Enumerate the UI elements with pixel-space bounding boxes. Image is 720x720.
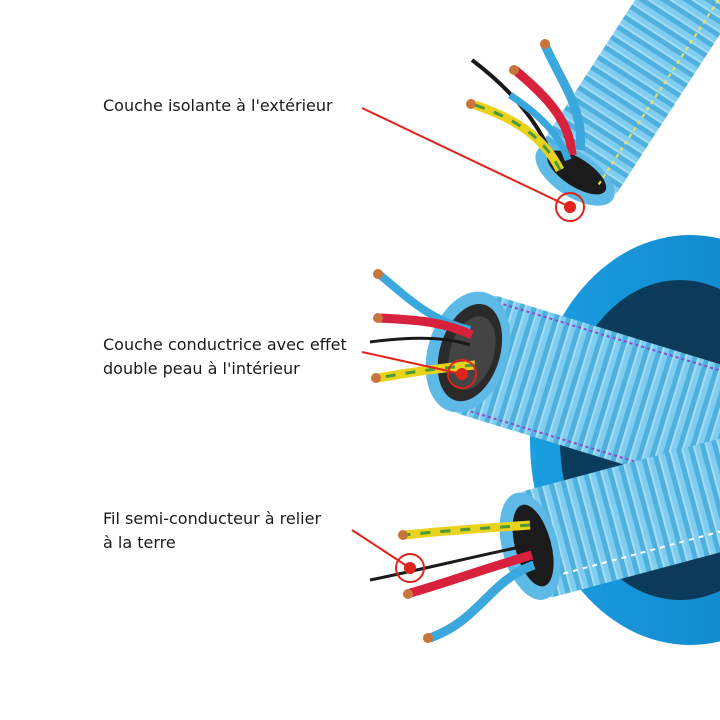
top-conduit (466, 0, 720, 206)
label-outer-text: Couche isolante à l'extérieur (103, 96, 333, 115)
label-drain-wire: Fil semi-conducteur à relier à la terre (103, 507, 321, 555)
marker-outer (361, 107, 585, 222)
label-drain-line1: Fil semi-conducteur à relier (103, 509, 322, 528)
label-conductive-layer: Couche conductrice avec effet double pea… (103, 333, 347, 381)
bottom-conduit (369, 433, 720, 643)
label-drain-line2: à la terre (103, 533, 176, 552)
middle-conduit (369, 269, 720, 497)
marker-drain (351, 529, 425, 583)
label-outer-insulation: Couche isolante à l'extérieur (103, 94, 333, 118)
label-conductive-line1: Couche conductrice avec effet (103, 335, 347, 354)
marker-conductive (361, 351, 477, 389)
label-conductive-line2: double peau à l'intérieur (103, 359, 300, 378)
